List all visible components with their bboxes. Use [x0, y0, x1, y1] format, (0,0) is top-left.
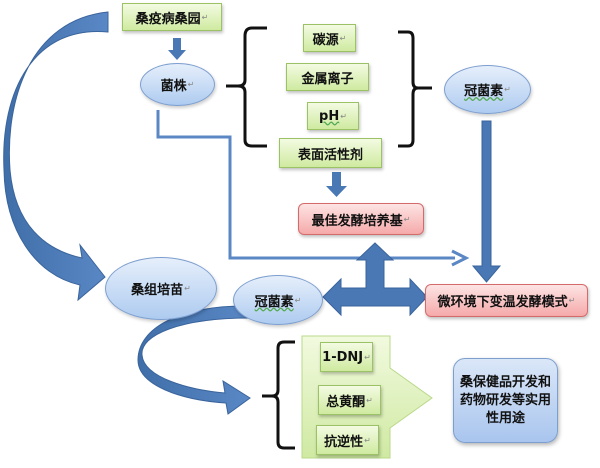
surfactant-label: 表面活性剂 [297, 147, 363, 163]
right-brace [398, 30, 432, 148]
carbon-source-box[interactable]: 碳源↵ [303, 24, 356, 52]
ph-label: pH [319, 108, 340, 124]
ph-box[interactable]: pH↵ [307, 102, 359, 130]
surfactant-box[interactable]: 表面活性剂 [279, 138, 382, 168]
application-box[interactable]: 桑保健品开发和药物研发等实用性用途 [453, 358, 558, 443]
application-label: 桑保健品开发和药物研发等实用性用途 [459, 374, 551, 426]
mulberry-tissue-culture-ellipse[interactable]: 桑组培苗↵ [105, 257, 217, 320]
down-arrow-garden-to-strain [168, 38, 186, 60]
fungicin-mid-ellipse[interactable]: 冠菌素↵ [233, 275, 323, 325]
mulberry-tissue-culture-label: 桑组培苗 [131, 283, 184, 298]
stress-resistance-box[interactable]: 抗逆性↵ [316, 425, 379, 455]
down-arrow-to-medium [326, 172, 347, 197]
down-arrow-fungicin-to-fermentation [471, 120, 502, 283]
dnj-label: 1-DNJ [322, 349, 364, 365]
micro-env-fermentation-box[interactable]: 微环境下变温发酵模式↵ [425, 284, 588, 317]
optimal-medium-label: 最佳发酵培养基 [311, 213, 403, 229]
stress-resistance-label: 抗逆性 [324, 434, 364, 450]
metal-ions-box[interactable]: 金属离子 [286, 63, 369, 91]
three-way-arrow [322, 242, 428, 317]
total-flavonoids-box[interactable]: 总黄酮↵ [318, 385, 381, 415]
fungicin-mid-label: 冠菌素 [254, 294, 294, 310]
left-brace [226, 26, 267, 148]
connector-strain-to-fermentation [156, 110, 455, 260]
metal-ions-label: 金属离子 [301, 71, 354, 87]
strain-ellipse[interactable]: 菌株↵ [140, 63, 215, 106]
connector-arrowhead [451, 249, 470, 267]
curved-arrow-bottom [137, 305, 251, 415]
optimal-medium-box[interactable]: 最佳发酵培养基↵ [298, 203, 424, 235]
fungicin-top-ellipse[interactable]: 冠菌素↵ [444, 65, 531, 114]
strain-label: 菌株 [160, 79, 187, 94]
micro-env-fermentation-label: 微环境下变温发酵模式 [437, 295, 568, 310]
total-flavonoids-label: 总黄酮 [326, 394, 366, 410]
carbon-source-label: 碳源 [312, 32, 339, 48]
curved-arrow-left [3, 11, 109, 302]
mulberry-garden-label: 桑疫病桑园 [135, 11, 201, 27]
fungicin-top-label: 冠菌素 [464, 84, 504, 99]
bottom-brace [262, 340, 295, 450]
mulberry-garden-box[interactable]: 桑疫病桑园↵ [122, 3, 222, 31]
dnj-box[interactable]: 1-DNJ↵ [320, 342, 373, 372]
